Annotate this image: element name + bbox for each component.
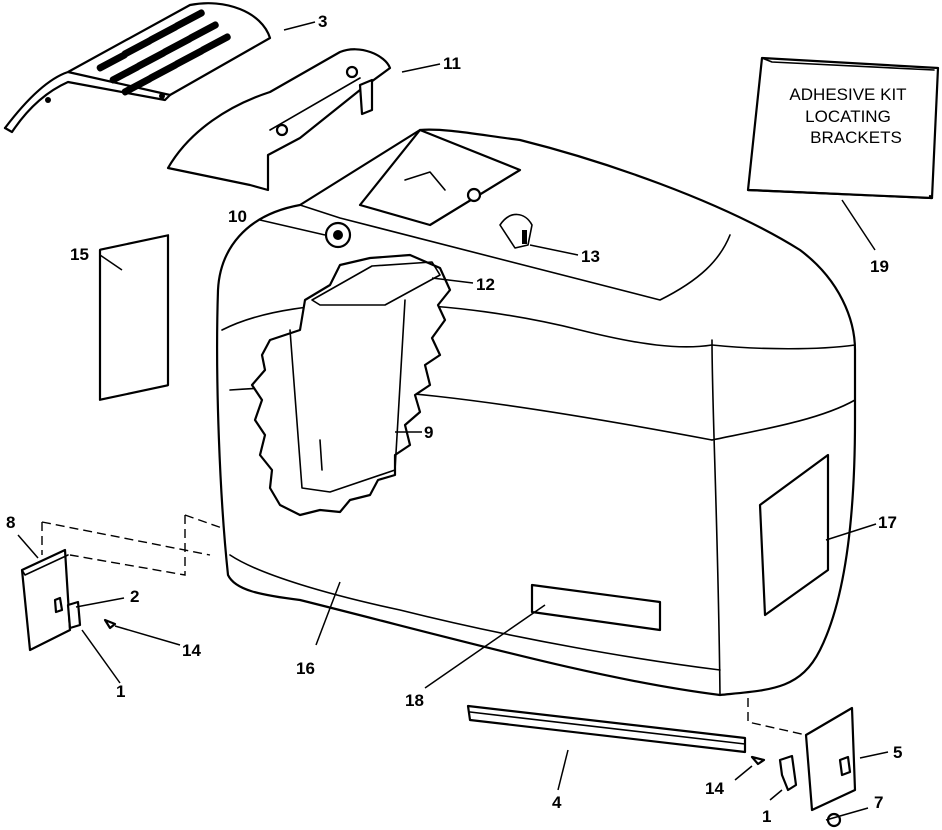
- callout-1-left: 1: [116, 682, 125, 701]
- part-18-decal: [530, 583, 662, 632]
- part-4-trim-strip: [466, 704, 747, 754]
- callout-11: 11: [443, 54, 461, 73]
- kit-line-1: ADHESIVE KIT: [789, 85, 906, 104]
- callout-14-right: 14: [705, 779, 724, 798]
- kit-line-2: LOCATING: [805, 107, 891, 126]
- callout-17: 17: [878, 513, 897, 532]
- callout-5: 5: [893, 743, 902, 762]
- callout-9: 9: [424, 423, 433, 442]
- part-8-side-bracket: [20, 514, 223, 652]
- leader-lines: [17, 21, 889, 821]
- callout-14-left: 14: [182, 641, 201, 660]
- part-9-12-cutaway: [250, 253, 452, 517]
- callout-13: 13: [581, 247, 600, 266]
- part-5-side-bracket: [747, 698, 857, 828]
- callout-7: 7: [874, 793, 883, 812]
- part-17-decal: [758, 453, 830, 617]
- kit-line-3: BRACKETS: [810, 128, 902, 147]
- callout-1-right: 1: [762, 807, 771, 826]
- callout-3: 3: [318, 12, 327, 31]
- callout-2: 2: [130, 587, 139, 606]
- callout-8: 8: [6, 513, 15, 532]
- callout-4: 4: [552, 793, 562, 812]
- callout-19: 19: [870, 257, 889, 276]
- part-19-adhesive-kit: ADHESIVE KIT LOCATING BRACKETS: [746, 56, 940, 200]
- part-15-decal: [98, 234, 170, 401]
- callout-16: 16: [296, 659, 315, 678]
- part-3-grille-cover: [3, 2, 272, 134]
- callout-10: 10: [228, 207, 247, 226]
- callout-numbers: 3 11 19 15 10 12 13 9 17 8 2 14 1 16 18 …: [6, 12, 902, 826]
- callout-18: 18: [405, 691, 424, 710]
- part-11-handle: [166, 48, 392, 192]
- callout-12: 12: [476, 275, 495, 294]
- callout-15: 15: [70, 245, 89, 264]
